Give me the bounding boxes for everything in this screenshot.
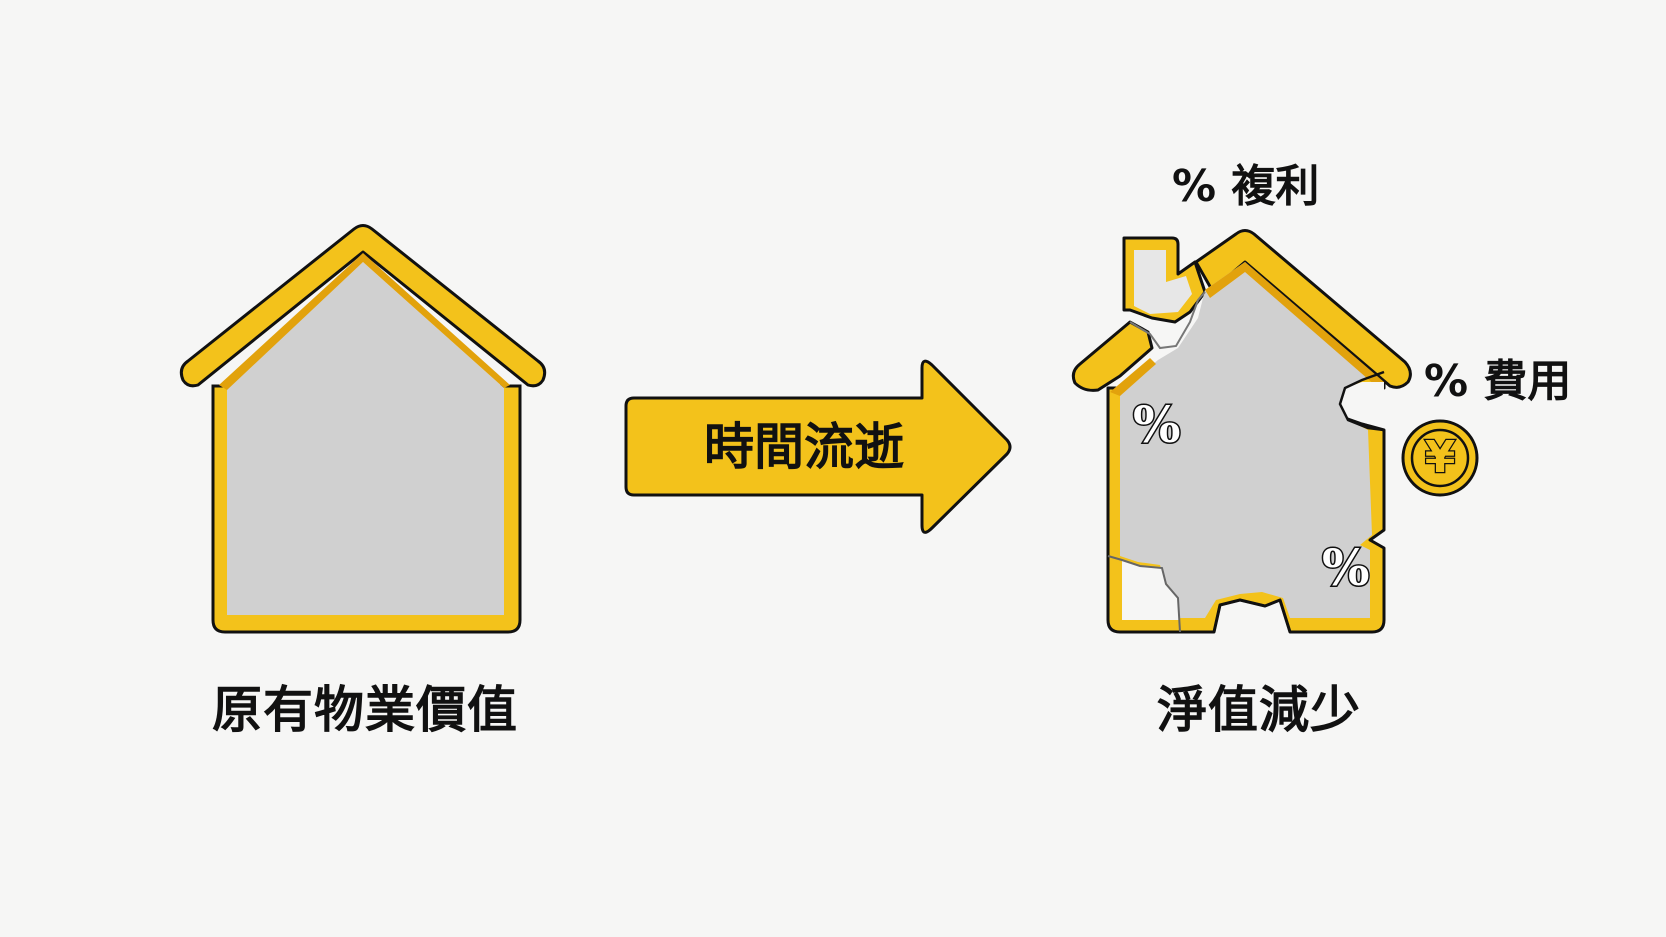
intact-house-icon xyxy=(179,224,547,634)
yen-coin-icon xyxy=(1401,419,1479,497)
percent-mark-lower: % xyxy=(1321,538,1371,597)
percent-mark-upper: % xyxy=(1132,395,1182,454)
arrow-label: 時間流逝 xyxy=(704,418,904,476)
yen-symbol: ¥ xyxy=(1423,432,1456,483)
time-arrow-icon xyxy=(624,359,1012,534)
fees-annotation: % 費用 xyxy=(1424,356,1572,407)
compound-interest-annotation: % 複利 xyxy=(1172,161,1320,212)
cracked-house-icon xyxy=(1071,229,1479,634)
net-value-decrease-caption: 淨值減少 xyxy=(1157,681,1361,739)
original-value-caption: 原有物業價值 xyxy=(212,681,518,739)
